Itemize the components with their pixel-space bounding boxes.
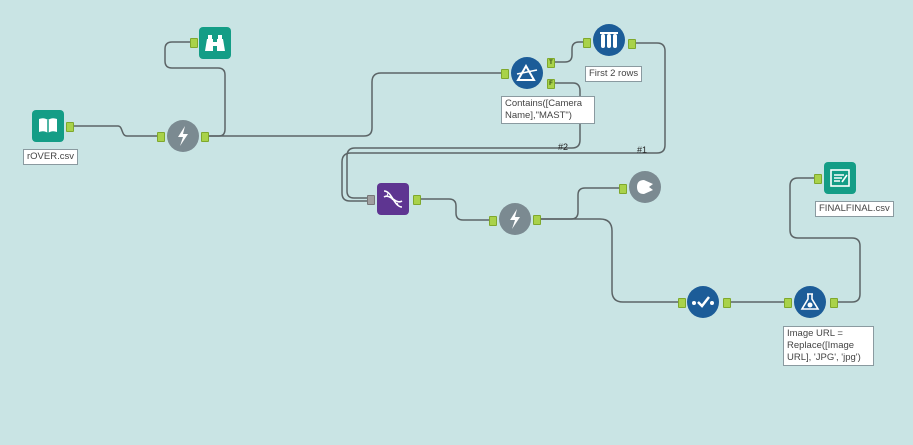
browse-icon (637, 180, 653, 194)
connection-formula2-browse2[interactable] (540, 187, 620, 220)
connection-formula3-output[interactable] (789, 177, 861, 303)
connection-formula1-filter[interactable] (208, 72, 502, 137)
select-output-anchor[interactable] (723, 298, 731, 308)
connection-filter-union[interactable] (346, 82, 581, 199)
test-tubes-icon (600, 32, 618, 48)
select-tool[interactable] (687, 286, 719, 318)
output-label: FINALFINAL.csv (815, 201, 894, 217)
formula2-input-anchor[interactable] (489, 216, 497, 226)
formula1-input-anchor[interactable] (157, 132, 165, 142)
connection-tag-2: #2 (558, 142, 569, 152)
connection-union-formula2[interactable] (418, 198, 490, 221)
filter-true-anchor[interactable]: T (547, 58, 555, 68)
browse-tool-2[interactable] (629, 171, 661, 203)
output-input-anchor[interactable] (814, 174, 822, 184)
output-data-tool[interactable] (824, 162, 856, 194)
input-output-anchor[interactable] (66, 122, 74, 132)
output-file-icon (830, 169, 850, 187)
formula2-output-anchor[interactable] (533, 215, 541, 225)
formula3-output-anchor[interactable] (830, 298, 838, 308)
browse-tool-1[interactable] (199, 27, 231, 59)
flask-icon (800, 293, 820, 310)
formula3-input-anchor[interactable] (784, 298, 792, 308)
filter-label: Contains([Camera Name],"MAST") (501, 96, 595, 124)
formula-tool-2[interactable] (499, 203, 531, 235)
connection-formula1-browse1[interactable] (164, 41, 226, 137)
union-output-anchor[interactable] (413, 195, 421, 205)
sample-tool[interactable] (593, 24, 625, 56)
lightning-icon (178, 126, 188, 146)
union-tool[interactable] (377, 183, 409, 215)
sample-label: First 2 rows (585, 66, 643, 82)
sample-output-anchor[interactable] (628, 39, 636, 49)
browse2-input-anchor[interactable] (619, 184, 627, 194)
select-input-anchor[interactable] (678, 298, 686, 308)
filter-input-anchor[interactable] (501, 69, 509, 79)
lightning-icon (510, 209, 520, 229)
browse1-input-anchor[interactable] (190, 38, 198, 48)
union-input-anchor[interactable] (367, 195, 375, 205)
connection-formula2-select[interactable] (540, 218, 679, 303)
connection-filter-sample[interactable] (551, 41, 584, 63)
formula-tool-1[interactable] (167, 120, 199, 152)
dna-icon (383, 190, 403, 208)
connection-sample-union[interactable] (341, 42, 666, 202)
formula1-output-anchor[interactable] (201, 132, 209, 142)
book-icon (39, 118, 57, 133)
sample-input-anchor[interactable] (583, 38, 591, 48)
connection-input-formula1[interactable] (73, 125, 158, 137)
filter-false-anchor[interactable]: F (547, 79, 555, 89)
input-data-tool[interactable] (32, 110, 64, 142)
formula-tool-3[interactable] (794, 286, 826, 318)
formula3-label: Image URL = Replace([Image URL], 'JPG', … (783, 326, 874, 366)
input-label: rOVER.csv (23, 149, 78, 165)
binoculars-icon (205, 35, 225, 51)
filter-tool[interactable] (511, 57, 543, 89)
connection-tag-1: #1 (637, 145, 648, 155)
check-icon (692, 296, 714, 308)
filter-prism-icon (516, 64, 538, 81)
